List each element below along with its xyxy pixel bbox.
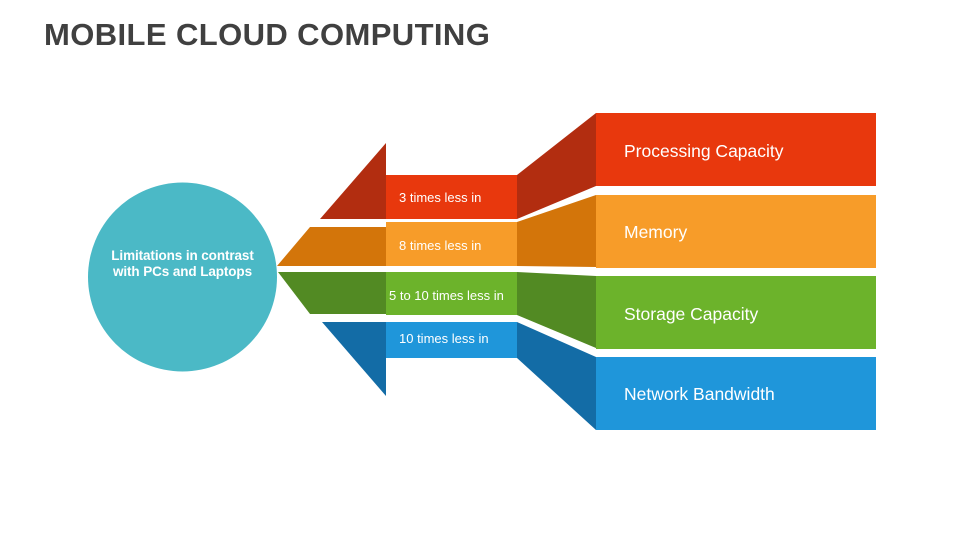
step-measure-band-memory[interactable]	[386, 222, 517, 266]
step-tail-storage-capacity	[278, 272, 386, 314]
step-measure-band-processing-capacity[interactable]	[386, 175, 517, 219]
step-measure-band-network-bandwidth[interactable]	[386, 322, 517, 358]
step-group-memory[interactable]	[277, 195, 876, 268]
step-connector-memory	[517, 195, 596, 267]
step-tail-processing-capacity	[320, 143, 386, 219]
step-tail-memory	[277, 227, 386, 266]
step-tail-network-bandwidth	[322, 322, 386, 396]
step-connector-storage-capacity	[517, 272, 596, 348]
step-bar-memory[interactable]	[596, 195, 876, 268]
page-title: MOBILE CLOUD COMPUTING	[44, 17, 491, 52]
step-bar-processing-capacity[interactable]	[596, 113, 876, 186]
step-bar-storage-capacity[interactable]	[596, 276, 876, 349]
step-connector-processing-capacity	[517, 113, 596, 219]
step-group-network-bandwidth[interactable]	[322, 322, 876, 430]
step-measure-band-storage-capacity[interactable]	[386, 272, 517, 315]
step-connector-network-bandwidth	[517, 322, 596, 430]
step-group-processing-capacity[interactable]	[320, 113, 876, 219]
hub-circle[interactable]	[88, 182, 277, 372]
step-group-storage-capacity[interactable]	[278, 272, 876, 349]
step-bar-network-bandwidth[interactable]	[596, 357, 876, 430]
